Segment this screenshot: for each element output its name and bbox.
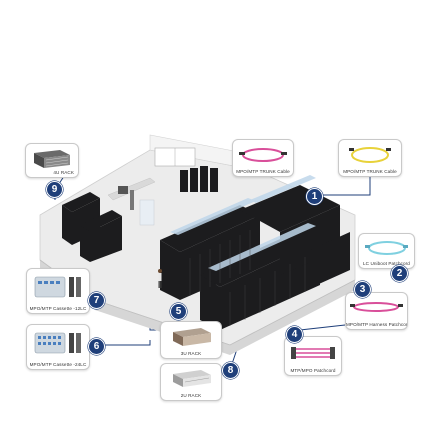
lc-uniboot-label: LC Uniboot Patchcord xyxy=(363,261,410,266)
rack-4u-card: 4U RACK xyxy=(25,143,79,178)
trunk-cable-card-1: MPO/MTP TRUNK Cable xyxy=(232,139,294,177)
badge-4: 4 xyxy=(286,326,303,343)
rack-4u-label: 4U RACK xyxy=(53,170,74,175)
rack-3u-card: 3U RACK xyxy=(160,321,222,359)
harness-patchcord-icon xyxy=(350,302,403,312)
mtp-patchcord-label: MTP/MPO Patchcord xyxy=(290,368,336,373)
trunk-cable-yellow-icon xyxy=(349,147,391,163)
rack-2u-icon xyxy=(173,370,211,387)
cassette-24lc-label: MPO/MTP Cassette -24LC xyxy=(29,362,87,367)
badge-5: 5 xyxy=(170,303,187,320)
rack-2u-label: 2U RACK xyxy=(180,393,202,398)
trunk-cable-label-2: MPO/MTP TRUNK Cable xyxy=(343,169,397,174)
badge-3: 3 xyxy=(354,281,371,298)
trunk-cable-card-2: MPO/MTP TRUNK Cable xyxy=(338,139,402,177)
trunk-cable-label-1: MPO/MTP TRUNK Cable xyxy=(236,169,290,174)
cassette-12lc-card: MPO/MTP Cassette -12LC xyxy=(26,268,90,314)
cassette-12lc-label: MPO/MTP Cassette -12LC xyxy=(29,306,87,311)
badge-7: 7 xyxy=(88,292,105,309)
trunk-cable-pink-icon xyxy=(239,148,287,162)
cassette-24lc-icon xyxy=(34,332,81,354)
mtp-patchcord-icon xyxy=(291,347,335,359)
cassette-12lc-icon xyxy=(34,276,81,298)
lc-patchcord-icon xyxy=(365,241,408,255)
harness-card: MPO/MTP Harness Patchcord xyxy=(345,292,408,330)
cassette-24lc-card: MPO/MTP Cassette -24LC xyxy=(26,324,90,370)
harness-label: MPO/MTP Harness Patchcord xyxy=(346,322,408,327)
badge-1: 1 xyxy=(306,188,323,205)
badge-9: 9 xyxy=(46,181,63,198)
rack-4u-icon xyxy=(34,150,70,168)
rack-3u-label: 3U RACK xyxy=(180,351,202,356)
lc-uniboot-card: LC Uniboot Patchcord xyxy=(358,233,415,269)
badge-2: 2 xyxy=(391,265,408,282)
rack-3u-icon xyxy=(173,328,211,346)
rack-2u-card: 2U RACK xyxy=(160,363,222,401)
badge-6: 6 xyxy=(88,338,105,355)
badge-8: 8 xyxy=(222,362,239,379)
